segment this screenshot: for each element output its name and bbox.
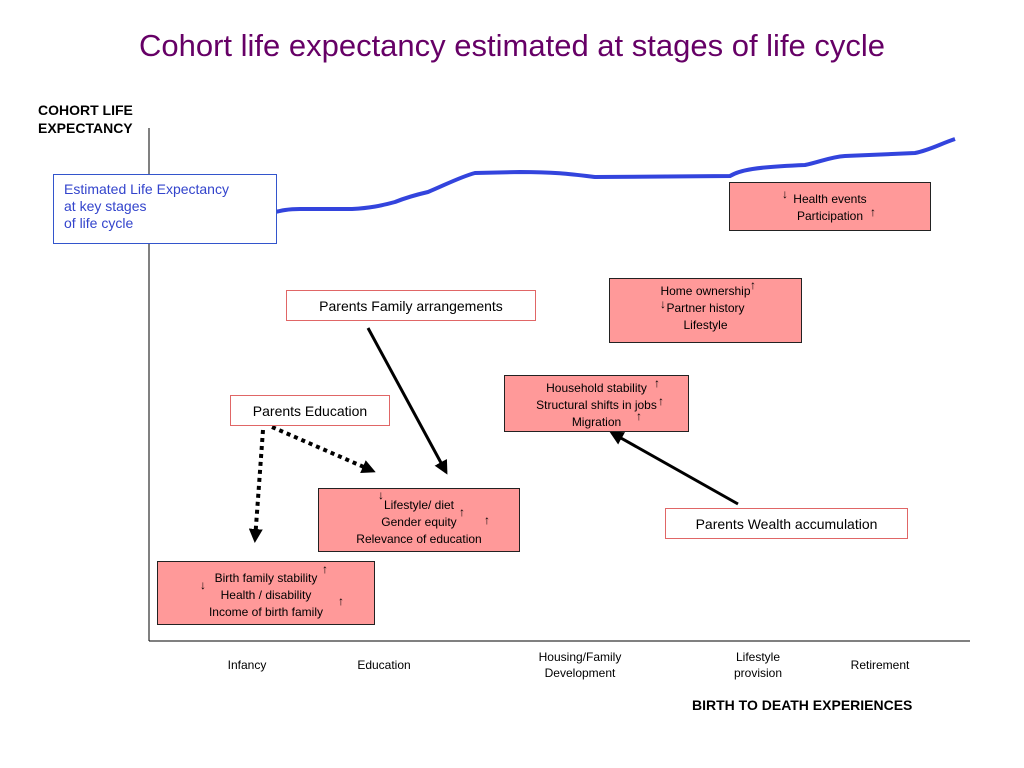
- infancy-factors-box: Birth family stability Health / disabili…: [157, 561, 375, 625]
- x-axis-label: BIRTH TO DEATH EXPERIENCES: [692, 697, 913, 713]
- factor-item: Birth family stability: [214, 571, 318, 585]
- up-arrow-icon: ↑: [750, 278, 756, 292]
- y-axis-label: COHORT LIFE EXPECTANCY: [38, 101, 133, 137]
- factor-item: Relevance of education: [356, 532, 482, 546]
- parents-family-box: Parents Family arrangements: [286, 290, 536, 321]
- health-box: Health events Participation: [729, 182, 931, 231]
- legend-line: at key stages: [64, 198, 147, 214]
- up-arrow-icon: ↑: [484, 513, 490, 527]
- arrow-family-to-education: [366, 327, 448, 475]
- arrow-education-to-lifestyle: [271, 425, 376, 474]
- home-box: Home ownership Partner history Lifestyle: [609, 278, 802, 343]
- household-box: Household stability Structural shifts in…: [504, 375, 689, 432]
- factor-item: Participation: [796, 209, 864, 223]
- arrow-education-to-infancy: [248, 429, 265, 543]
- factor-item: Migration: [571, 415, 622, 429]
- stage-label-education: Education: [357, 658, 411, 672]
- legend-box: Estimated Life Expectancy at key stages …: [53, 174, 277, 244]
- stage-label-retirement: Retirement: [850, 658, 910, 672]
- factor-item: Health / disability: [220, 588, 312, 602]
- up-arrow-icon: ↑: [870, 205, 876, 219]
- down-arrow-icon: ↓: [782, 187, 788, 201]
- y-axis-label-line: COHORT LIFE: [38, 102, 133, 118]
- down-arrow-icon: ↓: [378, 488, 384, 502]
- up-arrow-icon: ↑: [654, 376, 660, 390]
- factor-item: Health events: [793, 192, 867, 206]
- factor-item: Household stability: [546, 381, 647, 395]
- up-arrow-icon: ↑: [338, 594, 344, 608]
- up-arrow-icon: ↑: [322, 562, 328, 576]
- parents-wealth-box: Parents Wealth accumulation: [665, 508, 908, 539]
- factor-item: Income of birth family: [208, 605, 324, 619]
- factor-item: Home ownership: [660, 284, 751, 298]
- factor-item: Lifestyle: [683, 318, 728, 332]
- page-title: Cohort life expectancy estimated at stag…: [138, 28, 886, 63]
- factor-item: Structural shifts in jobs: [536, 398, 657, 412]
- down-arrow-icon: ↓: [660, 297, 666, 311]
- factor-item: Partner history: [666, 301, 745, 315]
- factor-item: Lifestyle/ diet: [383, 498, 455, 512]
- stage-label-lifestyle: Lifestyle provision: [733, 650, 783, 680]
- stage-label-infancy: Infancy: [227, 658, 267, 672]
- up-arrow-icon: ↑: [658, 394, 664, 408]
- up-arrow-icon: ↑: [459, 505, 465, 519]
- parents-education-box: Parents Education: [230, 395, 390, 426]
- life-expectancy-curve: [185, 137, 956, 225]
- education-factors-box: Lifestyle/ diet Gender equity Relevance …: [318, 488, 520, 552]
- down-arrow-icon: ↓: [200, 578, 206, 592]
- legend-line: of life cycle: [64, 215, 134, 231]
- up-arrow-icon: ↑: [636, 409, 642, 423]
- factor-item: Gender equity: [381, 515, 457, 529]
- legend-line: Estimated Life Expectancy: [64, 181, 229, 197]
- y-axis-label-line: EXPECTANCY: [38, 120, 133, 136]
- stage-label-housing: Housing/Family Development: [538, 650, 622, 680]
- arrow-wealth-to-household: [609, 431, 739, 506]
